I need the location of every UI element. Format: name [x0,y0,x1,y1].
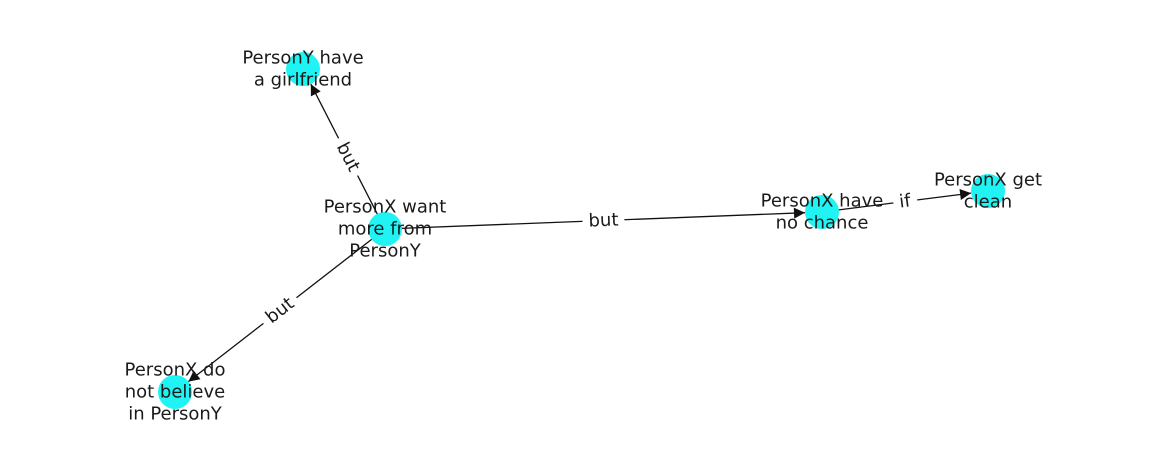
edge-label-group: if [891,187,919,216]
node-label-line: clean [964,192,1012,213]
node-label-line: not believe [125,382,226,403]
node-center [368,212,402,246]
edge-label-background [582,207,625,234]
edge-label-background [255,287,305,334]
node-label-line: a girlfriend [254,70,352,91]
edge-label-background [327,132,369,182]
edge-label: but [588,209,619,231]
node-no_chance [805,195,839,229]
node-label-line: in PersonY [128,404,223,425]
edge-label-background [891,187,919,216]
node-believe [158,375,192,409]
node-label-line: PersonY [349,241,421,262]
edge-label-group: but [582,207,625,234]
node-girlfriend [286,52,320,86]
node-label-line: no chance [776,213,869,234]
node-label-line: PersonY have [242,48,363,69]
edge-label: if [898,190,913,212]
node-label-line: PersonX do [125,360,226,381]
node-label-line: more from [338,219,432,240]
node-clean [971,174,1005,208]
node-label-line: PersonX get [934,170,1042,191]
node-label-line: PersonX want [324,197,447,218]
node-label-line: PersonX have [761,191,884,212]
edge-label-group: but [255,287,305,334]
edge-label-group: but [327,132,369,182]
